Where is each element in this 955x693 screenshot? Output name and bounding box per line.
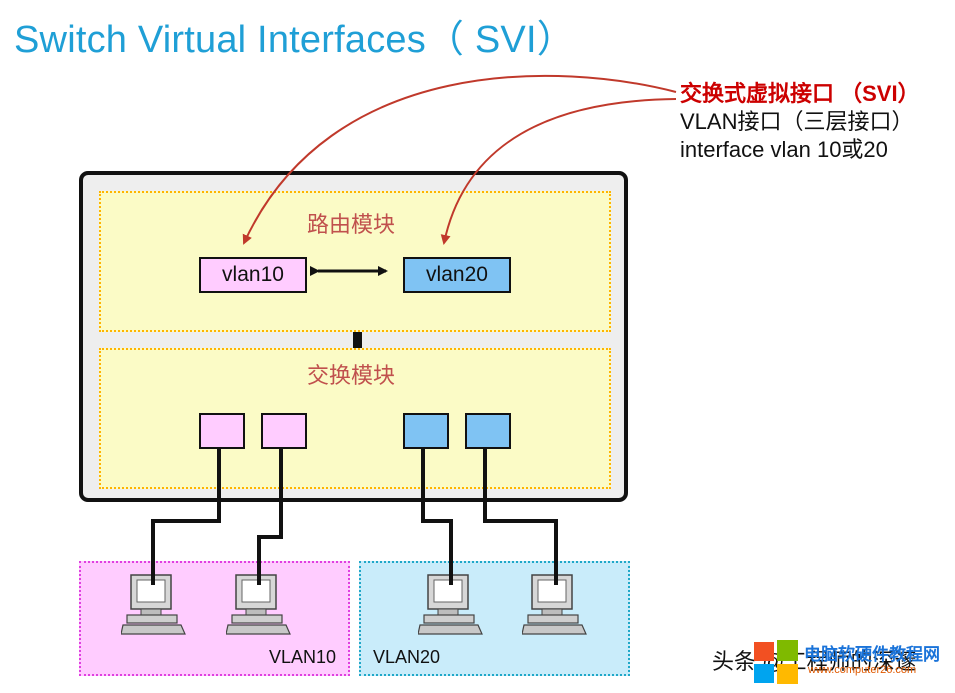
annotation-svi-label: 交换式虚拟接口 （SVI） xyxy=(680,81,920,106)
pc-vlan10-2-icon xyxy=(226,574,291,635)
annotation-vlan-interface: VLAN接口（三层接口） xyxy=(680,109,914,134)
vlan10-group-label: VLAN10 xyxy=(269,647,337,667)
watermark-text: 头条 @工程师的深邃 xyxy=(712,649,917,674)
vlan20-group: VLAN20 xyxy=(359,561,630,676)
watermark-url: www.computer26.com xyxy=(808,664,917,676)
pc-vlan20-2-icon xyxy=(522,574,587,635)
pc-vlan20-1-icon xyxy=(418,574,483,635)
switch-port-vlan20-1 xyxy=(403,413,449,449)
vlan20-group-label: VLAN20 xyxy=(373,647,441,667)
annotation-arrow-vlan10 xyxy=(242,74,677,245)
switch-port-vlan20-2 xyxy=(465,413,511,449)
svi-vlan20: vlan20 xyxy=(403,257,511,293)
switching-module-label: 交换模块 xyxy=(307,363,396,388)
switch-port-vlan10-1 xyxy=(199,413,245,449)
vlan10-group: VLAN10 xyxy=(79,561,350,676)
annotation-interface-command: interface vlan 10或20 xyxy=(680,137,888,162)
cable-pc-vlan20-1 xyxy=(421,448,453,585)
windows-logo-icon xyxy=(754,640,798,684)
switch-port-vlan10-2 xyxy=(261,413,307,449)
watermark-site: 电脑软硬件教程网 xyxy=(804,645,940,664)
switch-chassis: 路由模块 vlan10 vlan20 交换模块 xyxy=(79,171,628,502)
pc-vlan10-1-icon xyxy=(121,574,186,635)
switching-module: 交换模块 xyxy=(99,348,611,489)
cable-pc-vlan20-2 xyxy=(483,448,558,585)
module-link xyxy=(353,332,362,348)
routing-module: 路由模块 vlan10 vlan20 xyxy=(99,191,611,332)
cable-pc-vlan10-1 xyxy=(151,448,221,585)
annotation-arrow-vlan20 xyxy=(440,98,677,245)
svi-vlan10: vlan10 xyxy=(199,257,307,293)
routing-module-label: 路由模块 xyxy=(307,212,396,237)
cable-pc-vlan10-2 xyxy=(257,448,283,585)
page-title: Switch Virtual Interfaces（ SVI） xyxy=(14,19,575,61)
svi-annotation: 交换式虚拟接口 （SVI） VLAN接口（三层接口） interface vla… xyxy=(680,80,920,164)
